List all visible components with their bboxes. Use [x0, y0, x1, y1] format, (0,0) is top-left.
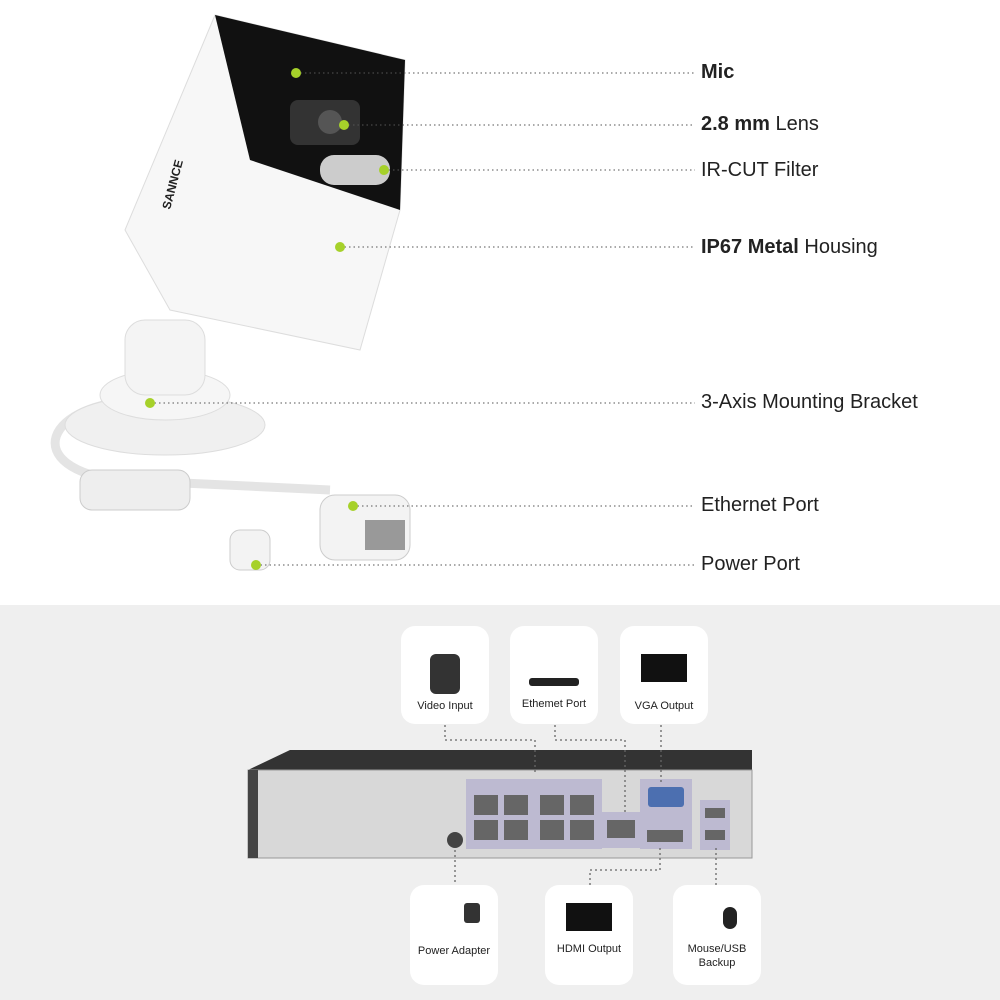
camera-illustration: SANNCE — [50, 14, 411, 571]
label-ir-cut: IR-CUT Filter — [701, 159, 819, 181]
nvr-leader-lines — [444, 725, 717, 885]
router-icon — [529, 678, 579, 686]
label-power: Power Port — [701, 553, 800, 575]
label-lens: 2.8 mm Lens — [701, 113, 819, 135]
label-housing: IP67 Metal Housing — [701, 236, 878, 258]
card-hdmi-output: HDMI Output — [545, 885, 633, 985]
monitor-icon — [641, 654, 687, 682]
card-ethernet-port: Ethemet Port — [510, 626, 598, 724]
power-adapter-icon — [464, 903, 480, 923]
label-mic: Mic — [701, 61, 735, 83]
card-mouse-usb: Mouse/USB Backup — [673, 885, 761, 985]
nvr-illustration — [247, 750, 753, 859]
card-vga-output: VGA Output — [620, 626, 708, 724]
card-power-adapter: Power Adapter — [410, 885, 498, 985]
label-bracket: 3-Axis Mounting Bracket — [701, 391, 918, 413]
monitor-icon — [566, 903, 612, 931]
leader-lines — [150, 72, 695, 566]
mouse-icon — [723, 907, 737, 929]
callout-dots — [145, 68, 389, 570]
label-ethernet: Ethernet Port — [701, 494, 819, 516]
card-video-input: Video Input — [401, 626, 489, 724]
camera-icon — [430, 654, 460, 694]
